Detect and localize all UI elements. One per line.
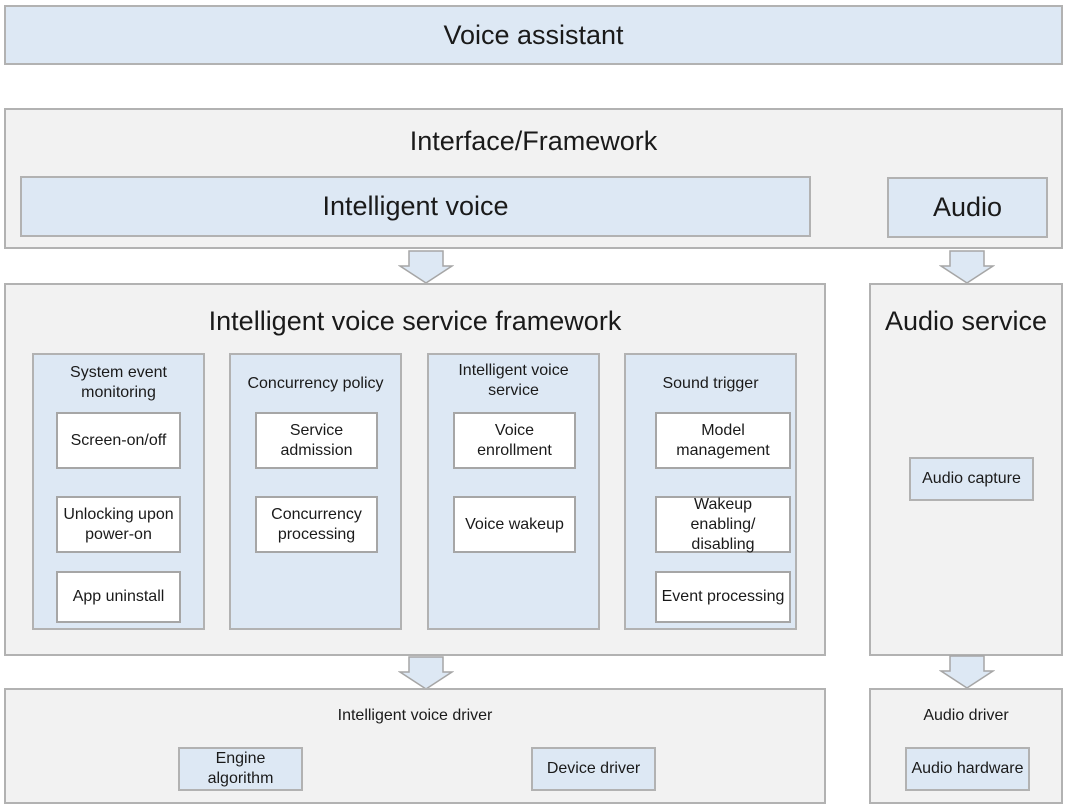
down-arrow-icon — [939, 655, 995, 689]
list-item: Model management — [655, 412, 791, 469]
audio-service-title: Audio service — [884, 306, 1048, 336]
list-item: Unlocking upon power-on — [56, 496, 181, 553]
audio-api-box: Audio — [887, 177, 1048, 238]
list-item: Event processing — [655, 571, 791, 623]
voice-assistant-label: Voice assistant — [443, 19, 624, 50]
interface-framework-layer: Interface/Framework Intelligent voice Au… — [4, 108, 1063, 249]
audio-driver-layer: Audio driver Audio hardware — [869, 688, 1063, 804]
audio-api-label: Audio — [932, 192, 1003, 222]
group-title: Intelligent voice service — [458, 362, 569, 399]
list-item: Concurrency processing — [255, 496, 378, 553]
device-driver-box: Device driver — [531, 747, 656, 791]
intelligent-voice-driver-title: Intelligent voice driver — [337, 707, 493, 724]
group-title: Sound trigger — [662, 375, 759, 392]
interface-framework-title: Interface/Framework — [409, 126, 658, 156]
intelligent-voice-driver-layer: Intelligent voice driver Engine algorith… — [4, 688, 826, 804]
list-item: Wakeup enabling/ disabling — [655, 496, 791, 553]
service-framework-title: Intelligent voice service framework — [208, 306, 622, 336]
audio-hardware-box: Audio hardware — [905, 747, 1030, 791]
list-item: Voice enrollment — [453, 412, 576, 469]
down-arrow-icon — [398, 250, 454, 284]
list-item: Service admission — [255, 412, 378, 469]
sound-trigger-group: Sound trigger Model management Wakeup en… — [624, 353, 797, 630]
list-item: Screen-on/off — [56, 412, 181, 469]
concurrency-policy-group: Concurrency policy Service admission Con… — [229, 353, 402, 630]
list-item: App uninstall — [56, 571, 181, 623]
voice-assistant-layer: Voice assistant — [4, 5, 1063, 65]
down-arrow-icon — [398, 656, 454, 690]
audio-service-layer: Audio service Audio capture — [869, 283, 1063, 656]
group-title: System event monitoring — [70, 364, 167, 401]
group-title: Concurrency policy — [247, 375, 384, 392]
list-item: Voice wakeup — [453, 496, 576, 553]
down-arrow-icon — [939, 250, 995, 284]
audio-capture-box: Audio capture — [909, 457, 1034, 501]
engine-algorithm-box: Engine algorithm — [178, 747, 303, 791]
intelligent-voice-service-group: Intelligent voice service Voice enrollme… — [427, 353, 600, 630]
system-event-monitoring-group: System event monitoring Screen-on/off Un… — [32, 353, 205, 630]
service-framework-layer: Intelligent voice service framework Syst… — [4, 283, 826, 656]
intelligent-voice-api-label: Intelligent voice — [322, 191, 509, 221]
audio-driver-title: Audio driver — [923, 707, 1009, 724]
intelligent-voice-api-box: Intelligent voice — [20, 176, 811, 237]
